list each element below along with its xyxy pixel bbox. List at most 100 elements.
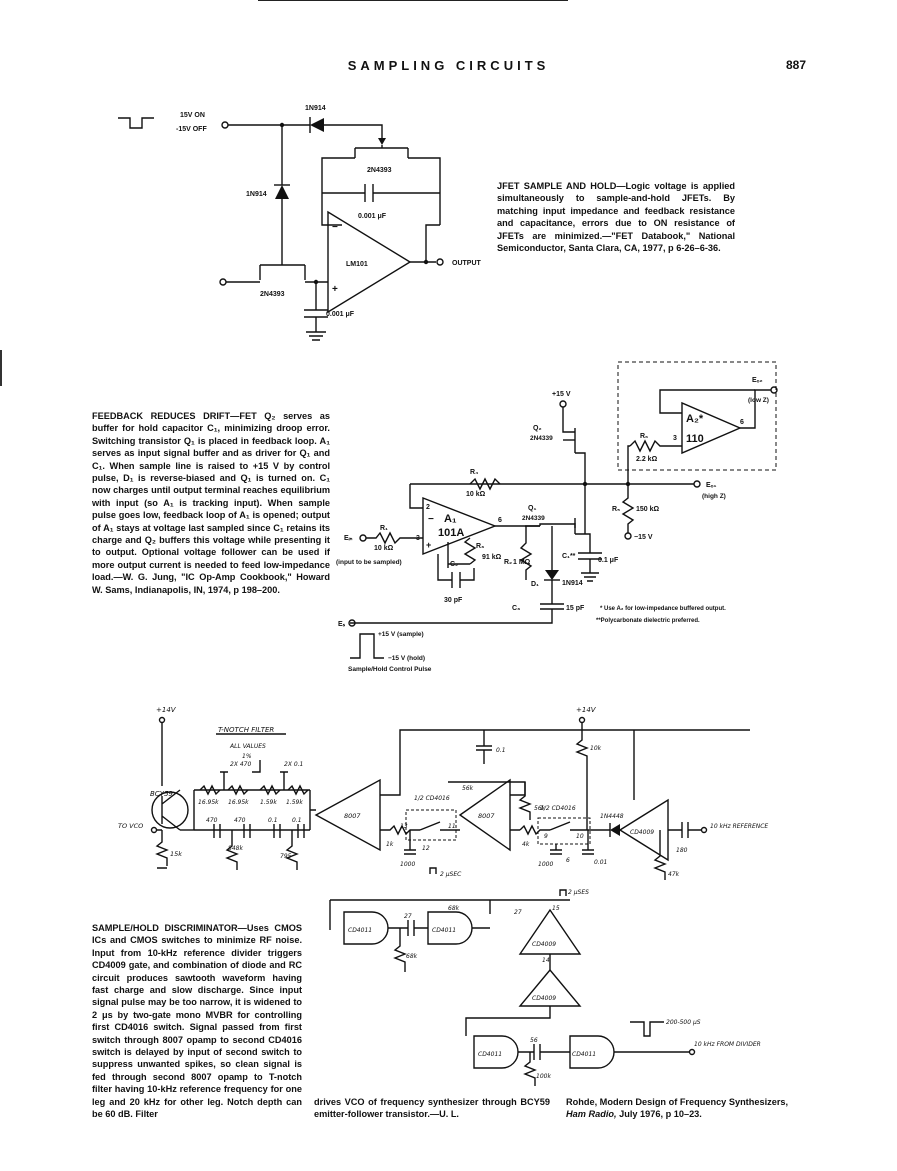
pin6-label: 6 xyxy=(566,857,570,864)
resistor-47k-icon xyxy=(653,830,667,880)
c2-label: C₂ xyxy=(450,561,458,568)
a1-pin6: 6 xyxy=(498,517,502,524)
c01b-label: 0.1 xyxy=(292,817,302,824)
v14-left-label: +14V xyxy=(156,706,177,714)
resistor-r5-icon xyxy=(621,484,635,533)
resistor-68k-icon xyxy=(393,928,407,972)
c3-value: 15 pF xyxy=(566,605,585,612)
wire xyxy=(627,445,630,484)
a2-label: A₂* xyxy=(686,413,704,425)
supply-terminal xyxy=(158,716,166,724)
arrow-icon xyxy=(378,138,386,145)
gate3-label: CD4011 xyxy=(478,1051,502,1058)
r3-label: R₃ xyxy=(476,543,484,550)
jfet-2n4393-bottom-icon xyxy=(259,262,306,280)
caption-discriminator-lead: SAMPLE/HOLD DISCRIMINATOR xyxy=(92,923,238,933)
wire xyxy=(740,389,771,429)
d1-label: 1N914 xyxy=(305,105,326,112)
c001-label: 0.01 xyxy=(594,859,607,866)
jfet-q2-icon xyxy=(562,407,586,484)
optional-follower-box xyxy=(617,361,777,471)
output-terminal[interactable] xyxy=(436,258,444,266)
gate-cd4011-first-icon xyxy=(343,911,389,945)
caption-jfet-sample-hold: JFET SAMPLE AND HOLD—Logic voltage is ap… xyxy=(497,180,735,254)
opamp-8007-first-icon xyxy=(314,778,381,852)
q-top-label: 2N4393 xyxy=(367,167,392,174)
reference-label: 10 kHz REFERENCE xyxy=(710,823,768,830)
resistor-56k-icon xyxy=(518,782,532,820)
resistor-r3-icon xyxy=(447,537,477,568)
r1695a-label: 16.95k xyxy=(198,799,219,806)
diode-d1-icon xyxy=(545,570,559,580)
schematic-jfet-sample-hold: 15V ON -15V OFF 1N914 2N4393 0.001 μF − … xyxy=(118,105,482,341)
pin9-label: 9 xyxy=(544,833,548,840)
eo2-label: Eₒ₂ xyxy=(752,377,763,384)
es-label: Eₛ xyxy=(338,621,346,628)
r5-value: 150 kΩ xyxy=(636,506,660,513)
ground-icon xyxy=(581,559,599,582)
caption-feedback-body: —FET Q₂ serves as buffer for hold capaci… xyxy=(92,411,330,595)
q-bottom-label: 2N4393 xyxy=(260,291,285,298)
r3-value: 91 kΩ xyxy=(482,554,502,561)
r1-label: R₁ xyxy=(380,525,388,532)
resistor-10k-icon xyxy=(575,722,589,830)
vco-output-terminal[interactable] xyxy=(150,826,158,834)
wire xyxy=(425,224,440,262)
opamp-lm101-icon xyxy=(327,210,412,314)
r848-label: 848k xyxy=(228,845,243,852)
r5-label: R₅ xyxy=(612,506,620,513)
page-number: 887 xyxy=(786,58,807,72)
top-rule xyxy=(258,0,568,1)
a1-part: 101A xyxy=(438,527,464,539)
citation-tail: July 1976, p 10–23. xyxy=(616,1109,702,1120)
note-cap: **Polycarbonate dielectric preferred. xyxy=(596,618,700,624)
r6-label: R₆ xyxy=(640,433,648,440)
pulse-label: Sample/Hold Control Pulse xyxy=(348,666,432,673)
r4k-label: 4k xyxy=(522,841,530,848)
q1-part: 2N4339 xyxy=(522,515,545,522)
r1695b-label: 16.95k xyxy=(228,799,249,806)
logic-on-label: 15V ON xyxy=(180,112,205,119)
wire xyxy=(321,157,355,226)
c470b-label: 470 xyxy=(234,817,246,824)
resistor-r6-icon xyxy=(629,439,682,453)
a2-part: 110 xyxy=(686,433,704,445)
c56-label: 56 xyxy=(530,1037,538,1044)
wire xyxy=(309,790,316,830)
cap-1000-second-icon xyxy=(550,844,562,855)
gate2-label: CD4011 xyxy=(432,927,456,934)
transistor-bcy59-icon xyxy=(151,791,189,829)
input-terminal[interactable] xyxy=(219,278,227,286)
logic-input-terminal[interactable] xyxy=(221,121,229,129)
resistor-4k-icon xyxy=(519,824,550,836)
divider-input-terminal[interactable] xyxy=(688,1048,696,1056)
c01top-label: 0.1 xyxy=(496,747,506,754)
vminus-terminal xyxy=(624,532,632,540)
r10k-label: 10k xyxy=(590,745,602,752)
cap-01-top-icon xyxy=(476,730,492,764)
r68a-label: 68k xyxy=(448,905,460,912)
plus-sign: + xyxy=(332,284,338,295)
pulse-2usec-icon xyxy=(429,867,437,874)
reference-input-terminal[interactable] xyxy=(700,826,708,834)
r1k-label: 1k xyxy=(386,841,394,848)
r1-value: 10 kΩ xyxy=(374,545,394,552)
es-terminal[interactable] xyxy=(348,619,356,627)
r56a-label: 56k xyxy=(462,785,474,792)
q1-label: Q₁ xyxy=(528,505,536,512)
resistor-r1-icon xyxy=(366,531,423,545)
resistor-15k-icon xyxy=(155,829,169,869)
resistor-r4-icon xyxy=(469,477,501,491)
c1000a-label: 1000 xyxy=(400,861,415,868)
switch-cd4016-first xyxy=(405,809,457,841)
resistor-chain-icon xyxy=(199,784,309,796)
ein-terminal[interactable] xyxy=(359,534,367,542)
r56b-label: 56k xyxy=(534,805,546,812)
wire xyxy=(193,789,310,830)
transistor-leads xyxy=(161,789,181,831)
eo1-terminal[interactable] xyxy=(693,480,701,488)
sw1-label: 1/2 CD4016 xyxy=(414,795,450,802)
caption-discriminator-col2: drives VCO of frequency synthesizer thro… xyxy=(314,1097,550,1120)
c3-label: C₃ xyxy=(512,605,520,612)
r4-value: 10 kΩ xyxy=(466,491,486,498)
